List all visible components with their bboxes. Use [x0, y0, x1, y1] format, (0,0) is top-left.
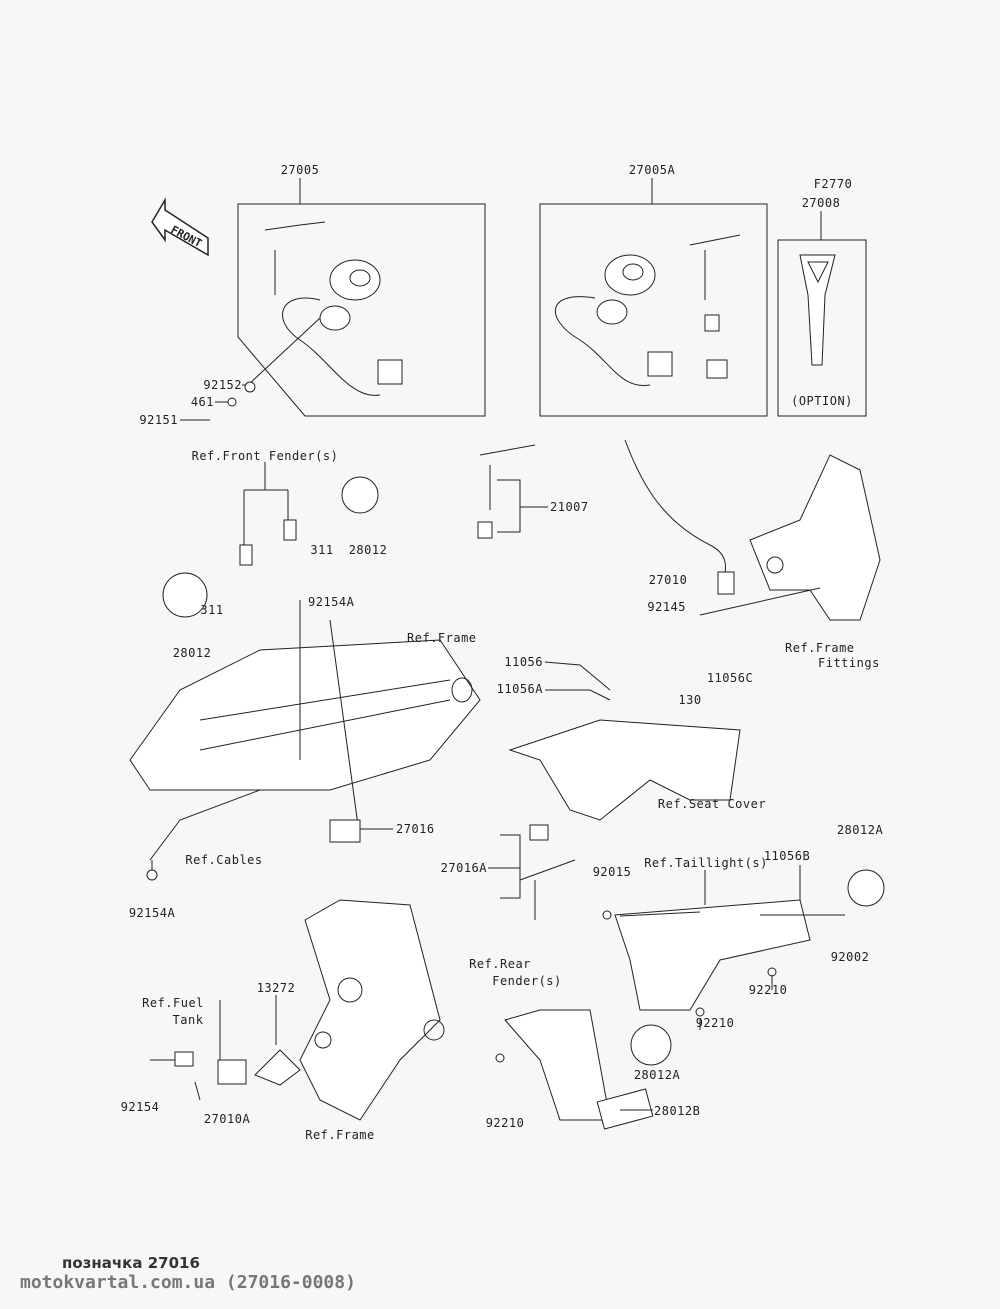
- part-label-92145: 92145: [647, 600, 686, 614]
- ignition-switch-27005: [264, 221, 403, 396]
- part-label-11056C: 11056C: [706, 671, 754, 685]
- kit-box-27005: [237, 178, 486, 417]
- part-label-28012B: 28012B: [654, 1104, 701, 1118]
- part-label-28012: 28012: [172, 646, 212, 660]
- part-label-27016: 27016: [396, 822, 435, 836]
- ref-frame-fittings-line1: Ref.Frame: [785, 641, 855, 655]
- part-label-461: 461: [190, 395, 214, 409]
- part-label-92002: 92002: [830, 950, 870, 964]
- part-label-11056B: 11056B: [763, 849, 811, 863]
- part-label-92210: 92210: [748, 983, 788, 997]
- kit-box-27008: [777, 211, 867, 417]
- part-label-21007: 21007: [550, 500, 589, 514]
- part-label-27010A: 27010A: [203, 1112, 251, 1126]
- part-label-92210: 92210: [695, 1016, 735, 1030]
- part-label-92154A: 92154A: [308, 595, 355, 609]
- ref-taillight: Ref.Taillight(s): [644, 856, 768, 870]
- ref-frame-bottom: Ref.Frame: [305, 1128, 375, 1142]
- part-label-311: 311: [200, 603, 224, 617]
- ref-cables: Ref.Cables: [185, 853, 263, 867]
- watermark: motokvartal.com.ua (27016-0008): [20, 1272, 356, 1293]
- part-label-92015: 92015: [592, 865, 632, 879]
- part-label-92210: 92210: [485, 1116, 525, 1130]
- part-label-28012: 28012: [348, 543, 388, 557]
- part-label-92154A: 92154A: [128, 906, 176, 920]
- ref-seat-cover: Ref.Seat Cover: [657, 797, 767, 811]
- option-note: (OPTION): [791, 394, 853, 408]
- part-label-27005A: 27005A: [628, 163, 676, 177]
- front-arrow-icon: [151, 197, 209, 257]
- ref-fuel-tank-line2: Tank: [172, 1013, 204, 1027]
- ref-frame-fittings-line2: Fittings: [818, 656, 880, 670]
- ref-fuel-tank-line1: Ref.Fuel: [142, 996, 204, 1010]
- part-label-13272: 13272: [256, 981, 296, 995]
- part-label-92154: 92154: [120, 1100, 160, 1114]
- ref-rear-fender-line1: Ref.Rear: [469, 957, 531, 971]
- part-label-92152: 92152: [203, 378, 242, 392]
- part-label-28012A: 28012A: [633, 1068, 681, 1082]
- ref-rear-fender-line2: Fender(s): [492, 974, 562, 988]
- part-label-27010: 27010: [648, 573, 688, 587]
- caption: позначка 27016: [62, 1254, 200, 1272]
- part-label-311: 311: [310, 543, 334, 557]
- kit-box-27005A: [539, 178, 768, 417]
- key-blank-27008: [799, 254, 836, 366]
- part-label-F2770: F2770: [813, 177, 853, 191]
- part-label-11056: 11056: [504, 655, 543, 669]
- part-label-27005: 27005: [280, 163, 320, 177]
- part-label-27016A: 27016A: [440, 861, 487, 875]
- part-label-11056A: 11056A: [496, 682, 543, 696]
- part-label-92151: 92151: [139, 413, 178, 427]
- part-label-130: 130: [678, 693, 702, 707]
- ref-frame-top: Ref.Frame: [407, 631, 477, 645]
- part-label-27008: 27008: [801, 196, 841, 210]
- ignition-switch-27005A: [554, 234, 741, 386]
- ref-front-fender: Ref.Front Fender(s): [191, 449, 339, 463]
- part-label-28012A: 28012A: [836, 823, 884, 837]
